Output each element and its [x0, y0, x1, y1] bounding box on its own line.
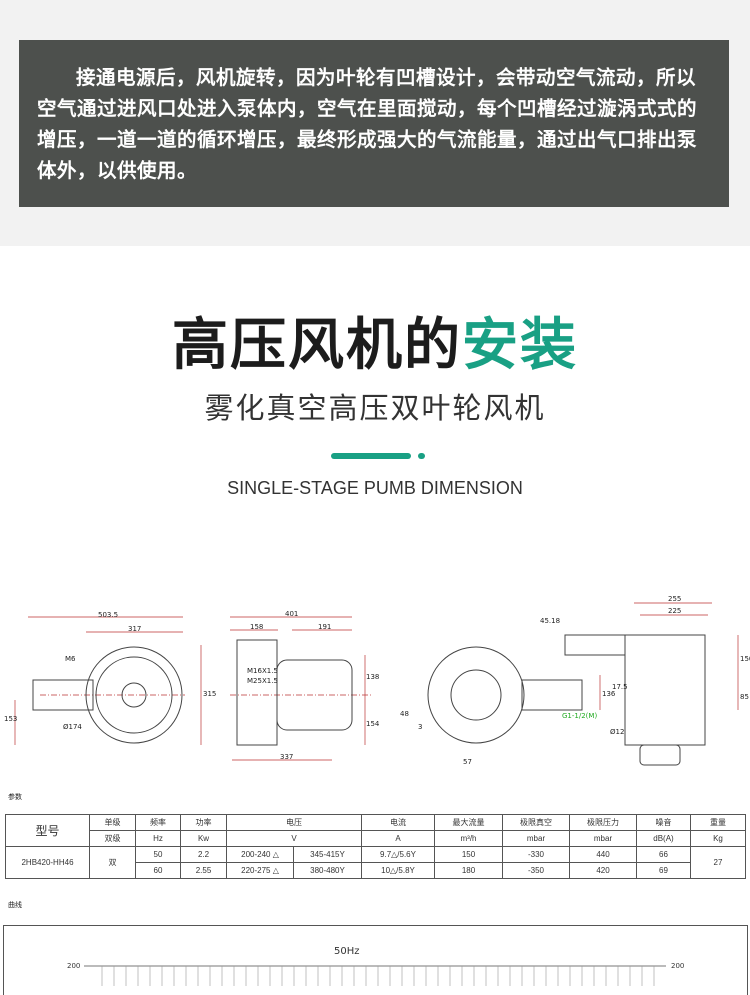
header-cell: 噪音 — [636, 814, 691, 831]
page-title: 高压风机的安装 — [0, 300, 750, 381]
dim-label: 317 — [128, 625, 142, 633]
dim-label: 191 — [318, 623, 332, 631]
dim-label: M6 — [65, 655, 76, 663]
cell: 220-275 △ — [226, 862, 294, 879]
dim-label: G1-1/2(M) — [562, 712, 598, 720]
cell: 9.7△/5.6Y — [361, 846, 435, 863]
dim-label: 503.5 — [98, 611, 119, 619]
unit-cell: m³/h — [434, 830, 503, 847]
params-label: 参数 — [8, 793, 22, 801]
dim-label: 401 — [285, 610, 299, 618]
header-cell: 电流 — [361, 814, 435, 831]
unit-cell: A — [361, 830, 435, 847]
cell: 2.55 — [180, 862, 227, 879]
table-row: 2HB420-HH46 双 50 2.2 200-240 △ 345-415Y … — [5, 846, 746, 879]
cell: -350 — [502, 862, 570, 879]
header-cell: 重量 — [690, 814, 746, 831]
cell: 66 — [636, 846, 691, 863]
unit-cell: Hz — [135, 830, 181, 847]
dim-label: 57 — [463, 758, 472, 766]
chart-title: 50Hz — [334, 946, 360, 957]
cell: 440 — [569, 846, 637, 863]
cell: 50 — [135, 846, 181, 863]
unit-cell: Kg — [690, 830, 746, 847]
header-cell: 最大流量 — [434, 814, 503, 831]
y-tick-left: 200 — [67, 962, 81, 970]
header-cell: 功率 — [180, 814, 227, 831]
header-cell: 频率 — [135, 814, 181, 831]
unit-cell: V — [226, 830, 362, 847]
curve-label: 曲线 — [8, 901, 22, 909]
cell: 380-480Y — [293, 862, 362, 879]
dim-label: Ø174 — [63, 723, 82, 731]
cell: 345-415Y — [293, 846, 362, 863]
weight-cell: 27 — [690, 846, 746, 879]
table-row: 60 2.55 220-275 △ 380-480Y 10△/5.8Y 180 … — [6, 862, 746, 879]
y-tick-right: 200 — [671, 962, 685, 970]
unit-cell: Kw — [180, 830, 227, 847]
accent-dot — [418, 453, 425, 459]
dim-label: 48 — [400, 710, 409, 718]
intro-text: 接通电源后，风机旋转，因为叶轮有凹槽设计，会带动空气流动，所以空气通过进风口处进… — [19, 40, 729, 207]
header-model: 型号 — [5, 814, 90, 847]
title-accent: 安装 — [462, 313, 578, 378]
stage-cell: 双 — [89, 846, 136, 879]
unit-cell: dB(A) — [636, 830, 691, 847]
header-cell: 单级 — [89, 814, 136, 831]
dim-label: 150 — [740, 655, 750, 663]
dim-label: 85 — [740, 693, 749, 701]
cell: 2.2 — [180, 846, 227, 863]
cell: 200-240 △ — [226, 846, 294, 863]
dim-label: 154 — [366, 720, 380, 728]
cell: 150 — [434, 846, 503, 863]
dim-label: M25X1.5 — [247, 677, 278, 685]
unit-cell: mbar — [569, 830, 637, 847]
header-cell: 电压 — [226, 814, 362, 831]
dim-label: M16X1.5 — [247, 667, 278, 675]
chart-grid — [84, 965, 666, 986]
unit-cell: mbar — [502, 830, 570, 847]
accent-bar — [331, 453, 411, 459]
dim-label: 337 — [280, 753, 294, 761]
section-title: SINGLE-STAGE PUMB DIMENSION — [227, 478, 523, 498]
dim-label: 138 — [366, 673, 380, 681]
dim-label: 17.5 — [612, 683, 628, 691]
dim-label: 153 — [4, 715, 18, 723]
dim-label: 45.18 — [540, 617, 561, 625]
cell: 10△/5.8Y — [361, 862, 435, 879]
spec-table: 型号 单级 频率 功率 电压 电流 最大流量 极限真空 极限压力 噪音 重量 双… — [5, 814, 746, 879]
cell: 60 — [135, 862, 181, 879]
header-cell: 极限真空 — [502, 814, 570, 831]
title-main: 高压风机的 — [172, 313, 462, 378]
dim-label: 315 — [203, 690, 217, 698]
subtitle: 雾化真空高压双叶轮风机 — [204, 391, 546, 425]
cell: 69 — [636, 862, 691, 879]
model-cell: 2HB420-HH46 — [5, 846, 90, 879]
dim-label: 158 — [250, 623, 264, 631]
dim-label: 225 — [668, 607, 682, 615]
dimension-drawings: 503.5 317 M6 Ø174 153 315 401 158 191 M1… — [0, 595, 750, 770]
cell: -330 — [502, 846, 570, 863]
cell: 180 — [434, 862, 503, 879]
performance-chart: 50Hz 200 200 — [3, 925, 748, 995]
dim-label: 3 — [418, 723, 423, 731]
unit-cell: 双级 — [89, 830, 136, 847]
header-cell: 极限压力 — [569, 814, 637, 831]
dim-label: Ø12 — [610, 728, 625, 736]
cell: 420 — [569, 862, 637, 879]
drawing-svg — [14, 602, 739, 766]
dim-label: 136 — [602, 690, 616, 698]
dim-label: 255 — [668, 595, 682, 603]
